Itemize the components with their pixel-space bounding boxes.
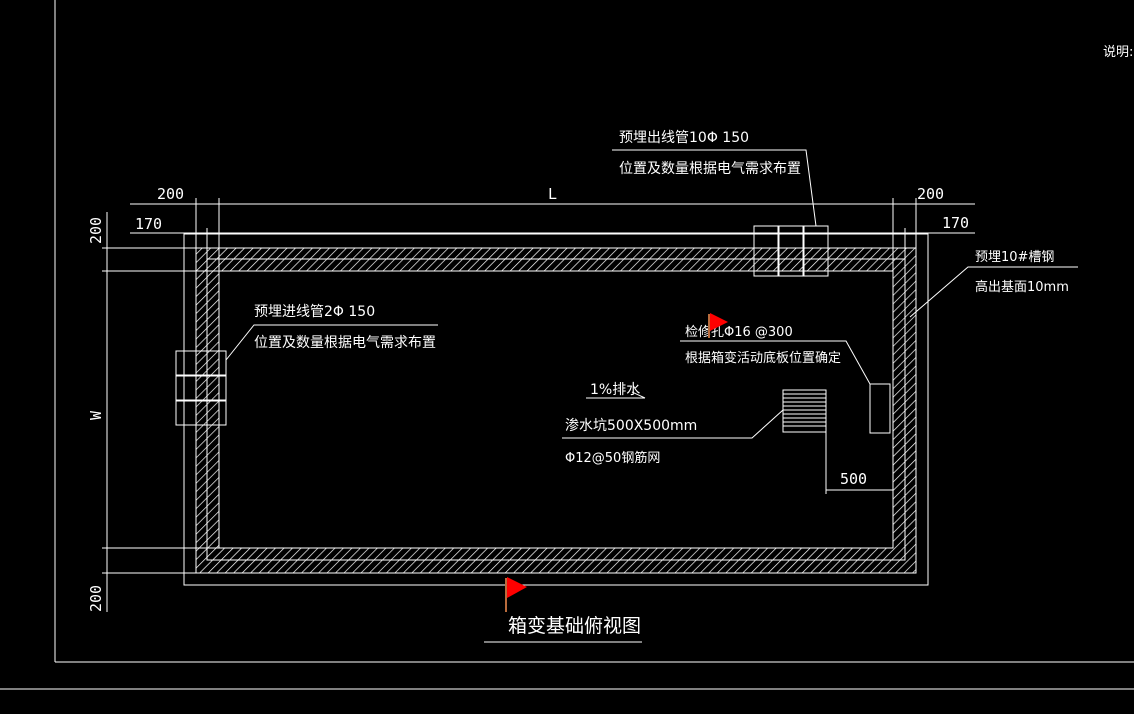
- dim-length-L: L: [548, 185, 557, 203]
- access-hole-note: 根据箱变活动底板位置确定: [685, 350, 841, 366]
- channel-steel-leader: [909, 266, 1078, 318]
- outgoing-pipe-label: 预埋出线管10Φ 150: [619, 130, 749, 146]
- foundation-outer-edge: [183, 233, 929, 586]
- drawing-frame: [0, 0, 1134, 690]
- drainage-label: 1%排水: [590, 382, 640, 398]
- channel-steel-note: 高出基面10mm: [975, 279, 1069, 295]
- dim-width-W: W: [87, 410, 105, 420]
- dim-right-inner-170: 170: [942, 214, 969, 232]
- incoming-pipe-label: 预埋进线管2Φ 150: [254, 304, 375, 320]
- access-hole-label: 检修孔Φ16 @300: [685, 325, 793, 340]
- outgoing-pipe-note: 位置及数量根据电气需求布置: [619, 161, 801, 177]
- incoming-conduits: [175, 324, 438, 426]
- marker-flag-icon[interactable]: [505, 577, 527, 612]
- left-dimensions: [102, 212, 219, 612]
- dim-sump-offset-500: 500: [840, 470, 867, 488]
- dim-left-inner-170: 170: [135, 215, 162, 233]
- drainage-arrow: [586, 391, 646, 399]
- sump-pit-label: 渗水坑500X500mm: [565, 418, 697, 434]
- dim-left-outer-200: 200: [157, 185, 184, 203]
- wall-inner-line: [218, 270, 894, 549]
- wall-outer-line: [195, 247, 917, 574]
- dim-right-outer-200: 200: [917, 185, 944, 203]
- top-dimensions: [130, 198, 975, 271]
- slab-inner-edge: [206, 258, 906, 561]
- dim-top-vertical-200: 200: [87, 217, 105, 244]
- dim-bottom-vertical-200: 200: [87, 585, 105, 612]
- sump-pit-grate: [783, 393, 826, 427]
- channel-steel-label: 预埋10#槽钢: [975, 250, 1054, 265]
- access-hole: [680, 340, 891, 434]
- outgoing-conduits: [612, 149, 829, 277]
- drawing-title: 箱变基础俯视图: [508, 615, 641, 637]
- sump-pit: [562, 389, 893, 494]
- incoming-pipe-note: 位置及数量根据电气需求布置: [254, 335, 436, 351]
- marker-flag-icon[interactable]: [708, 313, 728, 338]
- sump-pit-note: Φ12@50钢筋网: [565, 450, 660, 466]
- foundation-plan: [183, 233, 929, 586]
- notes-label: 说明:: [1103, 45, 1133, 60]
